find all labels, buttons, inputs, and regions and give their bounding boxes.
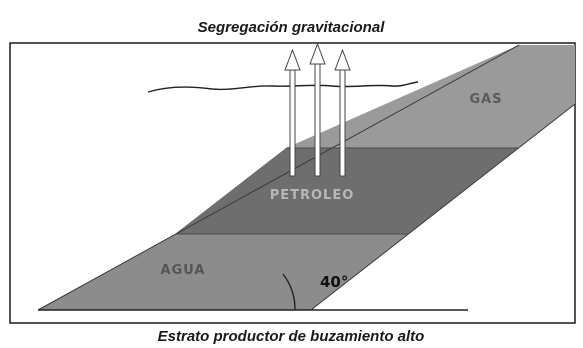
surface-line <box>147 81 419 93</box>
stratum-bottom-boundary <box>310 103 576 311</box>
gas-zone <box>286 45 575 148</box>
upward-arrow-icon <box>309 42 326 177</box>
upward-arrow-icon <box>334 48 351 177</box>
dip-angle-arc <box>282 273 296 311</box>
gas-label: GAS <box>469 92 502 107</box>
diagram-title: Segregación gravitacional <box>198 19 386 36</box>
water-zone <box>38 234 408 310</box>
oil-zone <box>175 148 518 234</box>
dip-angle-label: 40° <box>320 273 348 291</box>
upward-arrow-icon <box>284 48 301 177</box>
water-label: AGUA <box>161 263 206 278</box>
oil-label: PETROLEO <box>270 188 355 203</box>
diagram-caption: Estrato productor de buzamiento alto <box>158 328 425 345</box>
stratum-top-boundary <box>37 44 520 311</box>
